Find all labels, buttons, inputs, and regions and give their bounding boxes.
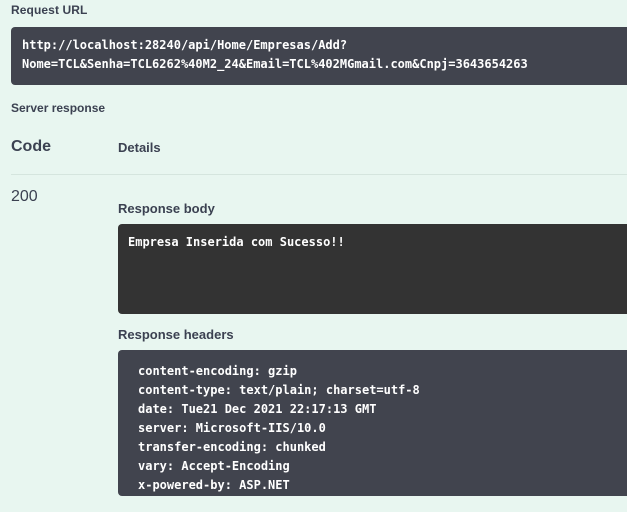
column-header-details: Details [118, 140, 161, 155]
request-url-box: http://localhost:28240/api/Home/Empresas… [11, 27, 627, 85]
column-header-code: Code [11, 138, 51, 155]
request-url-label: Request URL [11, 3, 88, 17]
response-body-label: Response body [118, 201, 215, 216]
request-url-line-2: Nome=TCL&Senha=TCL6262%40M2_24&Email=TCL… [22, 57, 528, 71]
response-header-line: x-powered-by: ASP.NET [138, 478, 290, 492]
response-header-line: server: Microsoft-IIS/10.0 [138, 421, 326, 435]
response-body-box: Empresa Inserida com Sucesso!! [118, 224, 627, 314]
response-body-content: Empresa Inserida com Sucesso!! [128, 235, 345, 249]
response-header-line: vary: Accept-Encoding [138, 459, 290, 473]
response-headers-box: content-encoding: gzip content-type: tex… [118, 350, 627, 496]
response-header-line: transfer-encoding: chunked [138, 440, 326, 454]
response-header-line: content-encoding: gzip [138, 364, 297, 378]
response-status-code: 200 [11, 188, 38, 205]
response-header-line: content-type: text/plain; charset=utf-8 [138, 383, 420, 397]
request-url-line-1: http://localhost:28240/api/Home/Empresas… [22, 38, 348, 52]
response-headers-label: Response headers [118, 327, 234, 342]
table-header-divider [11, 174, 627, 175]
response-header-line: date: Tue21 Dec 2021 22:17:13 GMT [138, 402, 377, 416]
server-response-heading: Server response [11, 101, 106, 115]
